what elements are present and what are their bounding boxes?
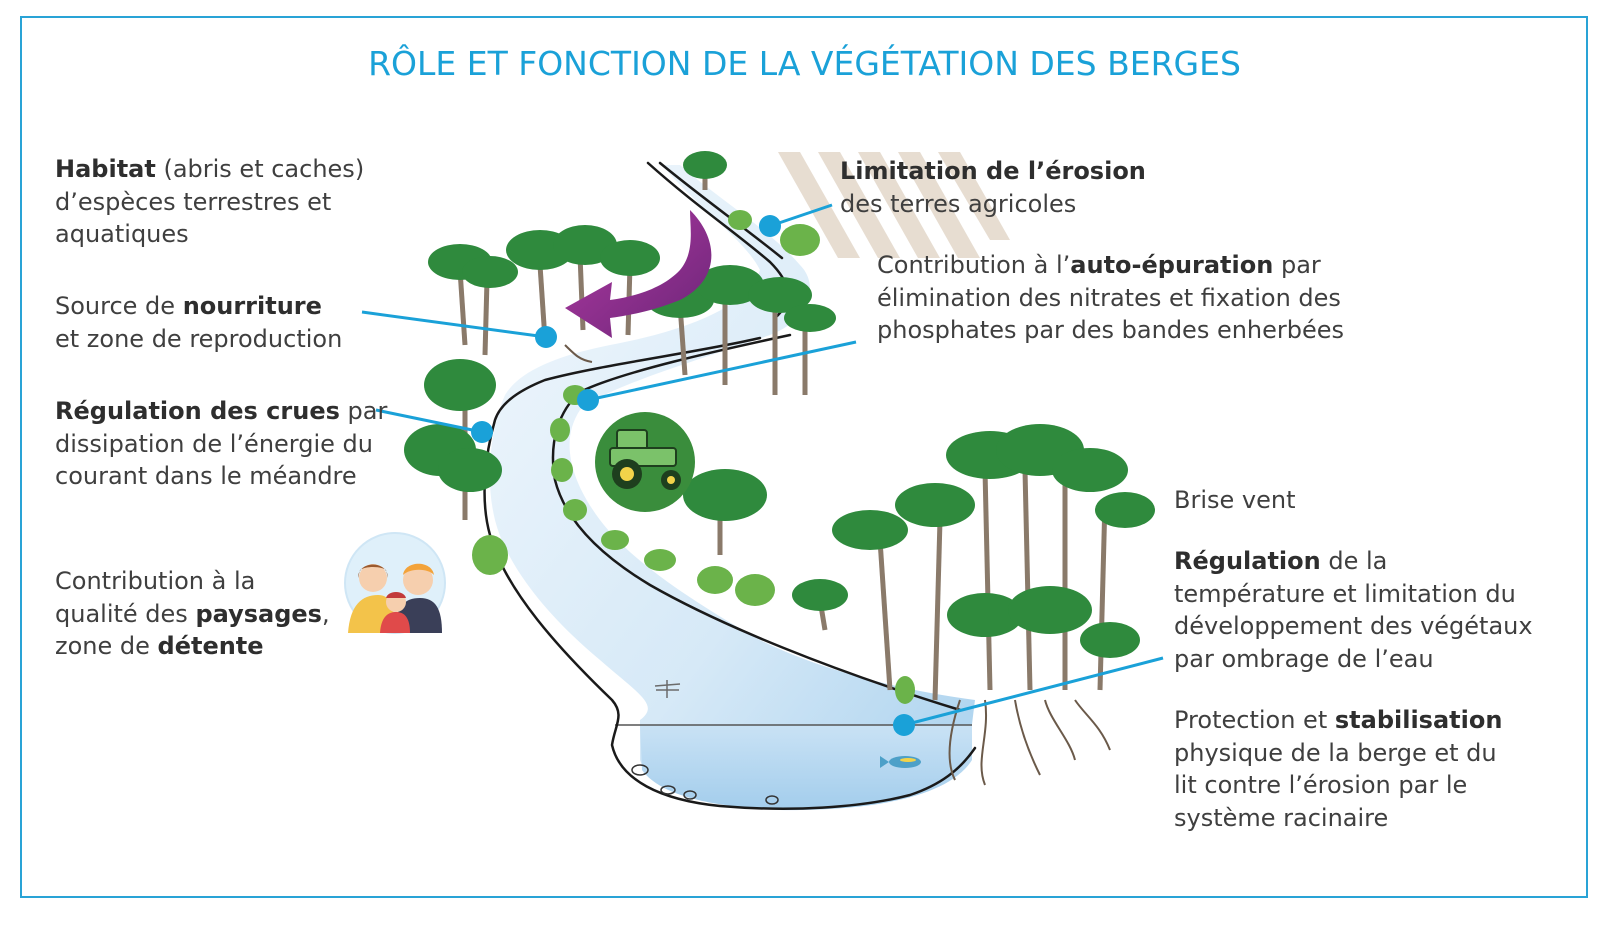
inner-bank-grass <box>472 210 915 704</box>
epuration-line2: élimination des nitrates et fixation des <box>877 283 1341 312</box>
erosion-line2: des terres agricoles <box>840 189 1077 218</box>
riverbed-stones <box>631 764 779 805</box>
detente-bold: détente <box>157 632 264 660</box>
protection-line2: physique de la berge et du <box>1174 738 1497 767</box>
diagram-frame <box>20 16 1588 898</box>
paysages-line1: Contribution à la <box>55 567 256 595</box>
paysages-line3: zone de <box>55 632 158 660</box>
label-source-nourriture: Source de nourriture et zone de reproduc… <box>55 290 342 355</box>
source-line1: Source de <box>55 292 183 320</box>
stabilisation-bold: stabilisation <box>1334 706 1503 734</box>
habitat-line2: d’espèces terrestres et <box>55 187 332 216</box>
temp-line4: par ombrage de l’eau <box>1174 644 1434 673</box>
habitat-bold: Habitat <box>55 155 156 183</box>
dragonfly-icon <box>654 680 681 698</box>
temp-line3: développement des végétaux <box>1174 612 1533 640</box>
temp-bold: Régulation <box>1174 547 1321 575</box>
label-regulation-temperature: Régulation de la température et limitati… <box>1174 545 1533 675</box>
crues-line2: dissipation de l’énergie du <box>55 429 373 458</box>
field-stripes <box>778 152 1010 258</box>
paysages-bold: paysages <box>195 599 322 628</box>
family-icon <box>344 532 446 634</box>
erosion-bold: Limitation de l’érosion <box>840 157 1146 185</box>
label-paysages: Contribution à la qualité des paysages, … <box>55 565 330 663</box>
crues-line3: courant dans le méandre <box>55 462 357 490</box>
label-protection-stabilisation: Protection et stabilisation physique de … <box>1174 704 1502 834</box>
source-line2: et zone de reproduction <box>55 324 343 353</box>
label-auto-epuration: Contribution à l’auto-épuration par élim… <box>877 249 1344 347</box>
leader-dots <box>471 215 915 736</box>
temp-line1: de la <box>1320 547 1388 575</box>
epuration-line3: phosphates par des bandes enherbées <box>877 316 1345 344</box>
crues-bold: Régulation des crues <box>55 397 340 425</box>
brise-vent-text: Brise vent <box>1174 486 1296 514</box>
paysages-comma: , <box>321 599 330 628</box>
label-habitat: Habitat (abris et caches) d’espèces terr… <box>55 153 364 251</box>
protection-line3: lit contre l’érosion par le <box>1174 771 1468 799</box>
paysages-line2: qualité des <box>55 599 196 628</box>
label-erosion: Limitation de l’érosion des terres agric… <box>840 155 1146 220</box>
epuration-line1: Contribution à l’ <box>877 251 1071 279</box>
crues-line1: par <box>339 397 388 425</box>
habitat-line1: (abris et caches) <box>155 155 365 183</box>
temp-line2: température et limitation du <box>1174 579 1516 608</box>
epuration-bold: auto-épuration <box>1070 251 1274 279</box>
tractor-icon <box>595 412 695 512</box>
diagram-title: RÔLE ET FONCTION DE LA VÉGÉTATION DES BE… <box>368 44 1241 83</box>
label-brise-vent: Brise vent <box>1174 484 1296 517</box>
protection-line4: système racinaire <box>1174 803 1389 832</box>
trees <box>404 151 1155 786</box>
protection-line1: Protection et <box>1174 706 1335 734</box>
label-regulation-crues: Régulation des crues par dissipation de … <box>55 395 387 493</box>
epuration-par: par <box>1273 251 1321 279</box>
source-bold: nourriture <box>182 292 322 320</box>
habitat-line3: aquatiques <box>55 220 189 248</box>
fish-icon <box>880 756 921 768</box>
curved-arrow-icon <box>565 210 712 338</box>
